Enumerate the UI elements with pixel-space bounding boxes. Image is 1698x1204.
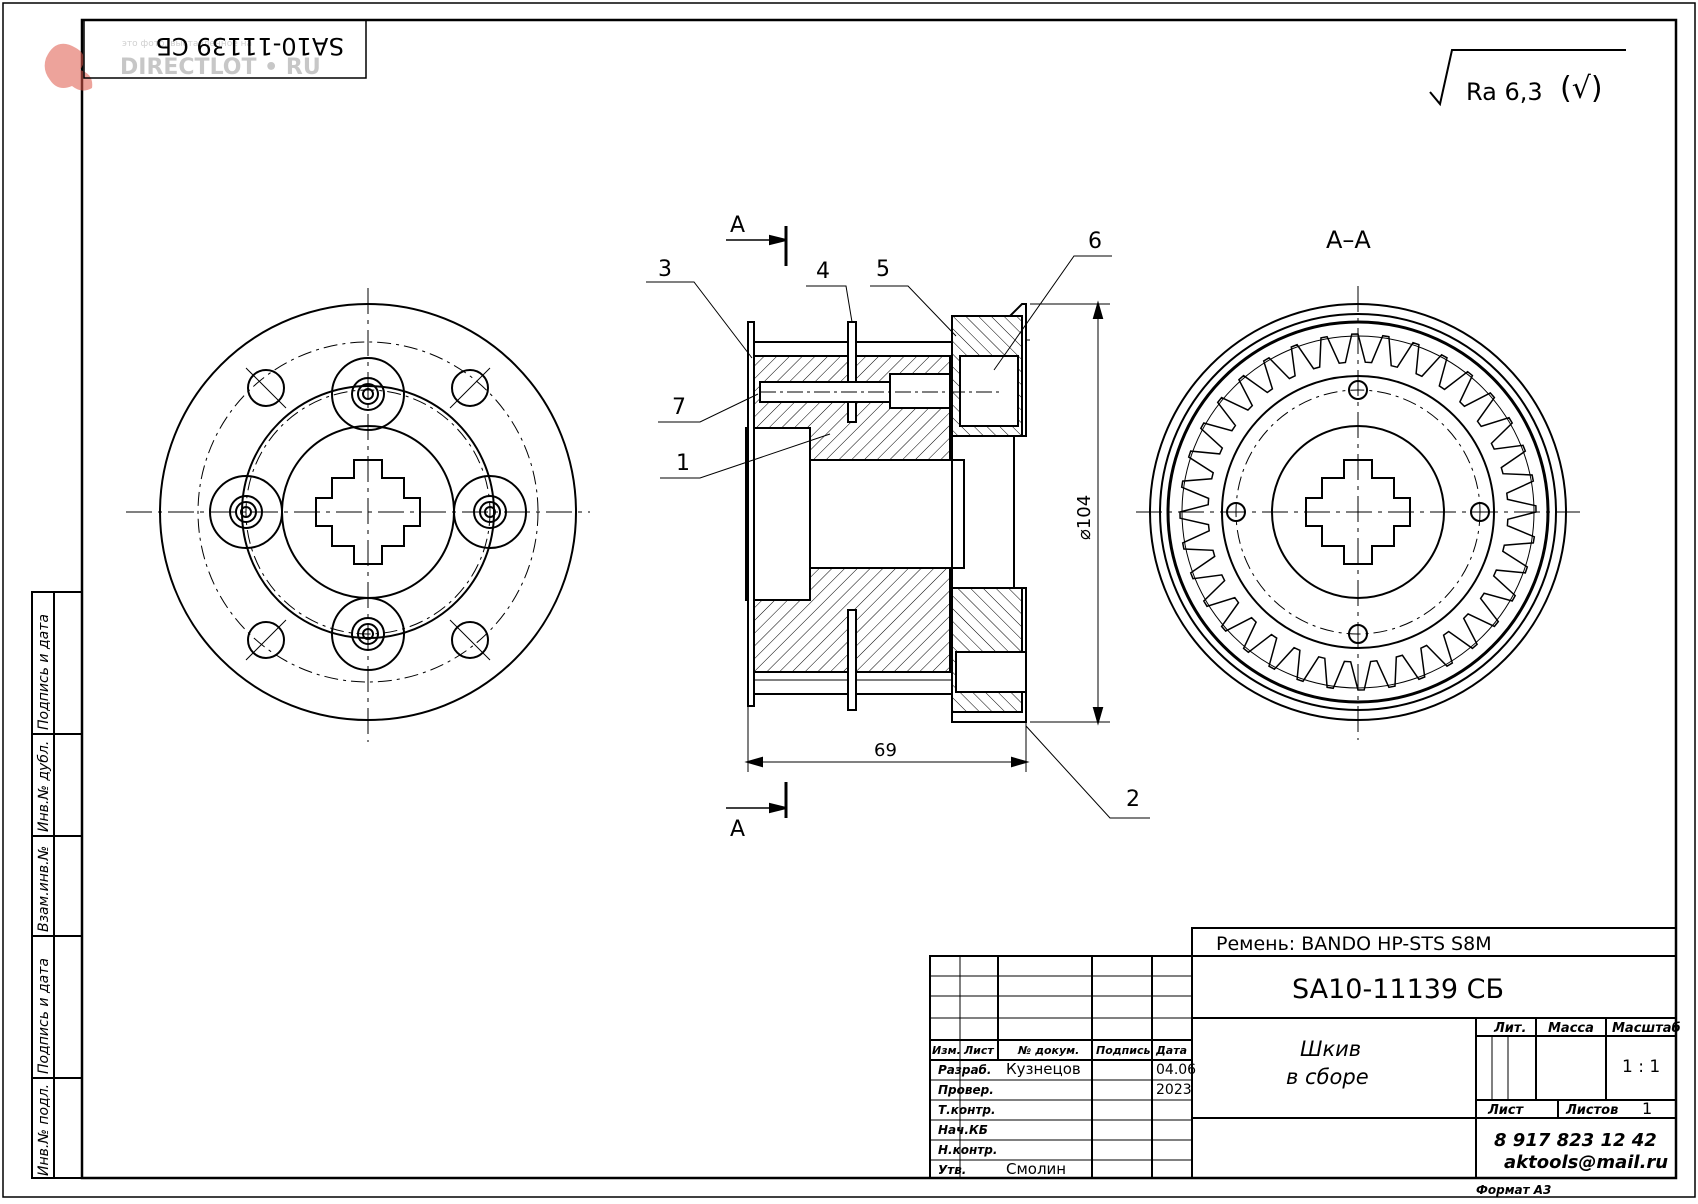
role-tech-control: Т.контр. bbox=[938, 1103, 996, 1117]
watermark: DIRECTLOT • RU это фото, выставленное на bbox=[44, 39, 321, 91]
mirrored-stamp-text: SA10-11139 СБ bbox=[156, 32, 345, 60]
spline-bore-aa bbox=[1305, 459, 1411, 565]
date-day: 04.06 bbox=[1156, 1062, 1196, 1078]
corner-holes bbox=[245, 367, 491, 661]
role-head: Нач.КБ bbox=[938, 1123, 988, 1137]
mass-label: Масса bbox=[1548, 1021, 1594, 1036]
section-aa-view bbox=[1136, 286, 1580, 740]
watermark-site: DIRECTLOT • RU bbox=[120, 55, 321, 80]
belt-note: Ремень: BANDO HP-STS S8M bbox=[1216, 933, 1492, 955]
role-norm-control: Н.контр. bbox=[938, 1143, 997, 1157]
header-doc-no: № докум. bbox=[1017, 1044, 1079, 1057]
title-block-text: Ремень: BANDO HP-STS S8M SA10-11139 СБ Ш… bbox=[932, 933, 1681, 1197]
roughness-value: Ra 6,3 bbox=[1466, 78, 1543, 106]
scale-label: Масштаб bbox=[1612, 1021, 1681, 1036]
gear-teeth-profile bbox=[1179, 333, 1537, 691]
contact-email: aktools@mail.ru bbox=[1504, 1152, 1668, 1173]
section-view bbox=[646, 226, 1150, 819]
section-title: A–A bbox=[1326, 226, 1371, 254]
scale-value: 1 : 1 bbox=[1622, 1057, 1660, 1077]
approver-name: Смолин bbox=[1006, 1160, 1066, 1178]
bolt-heads bbox=[209, 357, 527, 671]
header-date: Дата bbox=[1155, 1044, 1187, 1057]
left-view bbox=[126, 288, 590, 742]
side-stamp-f5: Подпись и дата bbox=[36, 614, 52, 730]
contact-phone: 8 917 823 12 42 bbox=[1494, 1130, 1657, 1151]
sheets-label: Листов bbox=[1565, 1103, 1618, 1118]
date-year: 2023 bbox=[1156, 1082, 1192, 1098]
section-labels: A A 3 4 5 6 7 1 2 69 ⌀104 bbox=[658, 213, 1140, 842]
sheets-value: 1 bbox=[1642, 1099, 1652, 1118]
spline-bore bbox=[315, 459, 421, 565]
dimension-length: 69 bbox=[874, 740, 897, 761]
position-4: 4 bbox=[816, 259, 830, 284]
position-2: 2 bbox=[1126, 787, 1140, 812]
section-mark-top: A bbox=[730, 213, 745, 238]
section-mark-bottom: A bbox=[730, 817, 745, 842]
position-6: 6 bbox=[1088, 229, 1102, 254]
side-stamp-f3: Взам.инв.№ bbox=[36, 846, 52, 932]
position-1: 1 bbox=[676, 451, 690, 476]
position-5: 5 bbox=[876, 257, 890, 282]
gear-teeth bbox=[1179, 333, 1537, 691]
header-list: Лист bbox=[963, 1044, 994, 1057]
title-block-grid bbox=[929, 927, 1677, 1179]
roughness-symbol: Ra 6,3 (√) bbox=[1429, 49, 1626, 107]
side-stamp bbox=[31, 591, 83, 1179]
watermark-small: это фото, выставленное на bbox=[122, 39, 252, 49]
side-stamp-f4: Инв.№ дубл. bbox=[36, 741, 52, 832]
dimension-diameter: ⌀104 bbox=[1074, 495, 1095, 540]
sheet-label: Лист bbox=[1487, 1103, 1525, 1118]
doc-code: SA10-11139 СБ bbox=[1292, 974, 1504, 1005]
side-stamp-f2: Подпись и дата bbox=[36, 958, 52, 1074]
position-7: 7 bbox=[672, 395, 686, 420]
assembly-name-1: Шкив bbox=[1300, 1037, 1361, 1061]
role-checker: Провер. bbox=[938, 1083, 994, 1097]
mirrored-stamp-box bbox=[83, 19, 367, 79]
header-izm: Изм. bbox=[932, 1044, 961, 1057]
developer-name: Кузнецов bbox=[1006, 1060, 1081, 1078]
role-developer: Разраб. bbox=[938, 1063, 992, 1077]
header-signature: Подпись bbox=[1096, 1044, 1150, 1057]
assembly-name-2: в сборе bbox=[1286, 1065, 1369, 1089]
side-stamp-f1: Инв.№ подл. bbox=[36, 1084, 52, 1176]
position-3: 3 bbox=[658, 257, 672, 282]
squirrel-logo bbox=[44, 43, 93, 91]
roughness-extra: (√) bbox=[1560, 71, 1603, 106]
lit-label: Лит. bbox=[1493, 1021, 1526, 1036]
role-approved: Утв. bbox=[938, 1163, 966, 1177]
format-label: Формат А3 bbox=[1476, 1183, 1551, 1197]
